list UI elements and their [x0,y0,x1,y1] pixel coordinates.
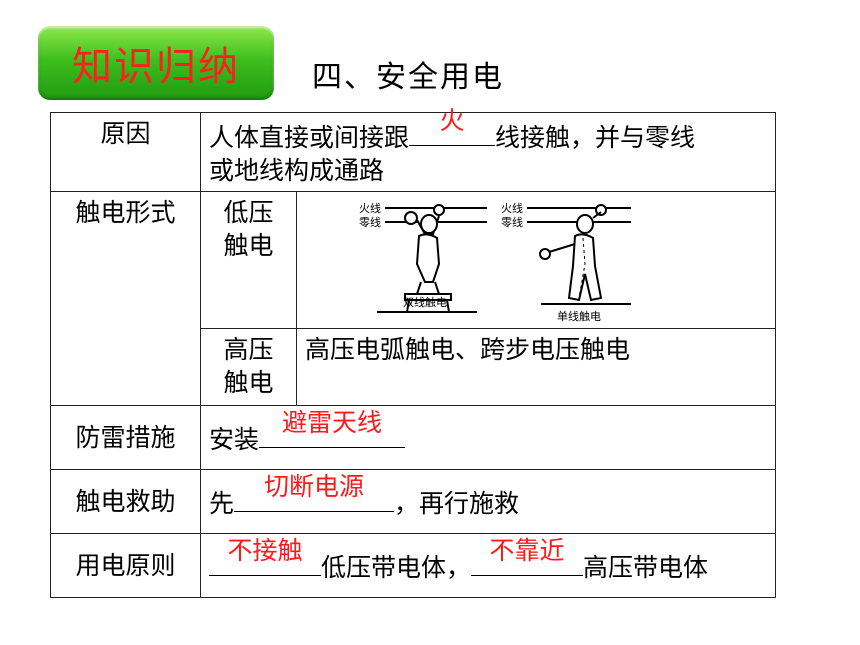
cell-principle-head: 用电原则 [50,533,201,598]
principle-text-a: 低压带电体， [321,553,472,582]
high-label: 高压触电 [223,335,274,397]
row-rescue: 触电救助 先切断电源 ，再行施救 [50,469,776,534]
safety-table: 原因 人体直接或间接跟火线接触，并与零线 或地线构成通路 触电形式 低压触电 火… [50,106,776,598]
rescue-text-a: 先 [209,489,235,518]
badge-label: 知识归纳 [72,44,240,90]
left-hot-label: 火线 [359,201,381,215]
lightning-answer: 避雷天线 [282,408,383,437]
rescue-answer: 切断电源 [264,472,365,501]
lightning-text-a: 安装 [209,425,260,454]
cell-forms-head: 触电形式 [50,191,201,406]
cell-cause-head: 原因 [50,112,201,192]
cell-high-label: 高压触电 [200,328,297,406]
left-neutral-label: 零线 [359,215,381,229]
cause-blank: 火 [409,106,496,146]
rescue-blank: 切断电源 [234,472,395,512]
principle-answer-2: 不靠近 [489,536,565,565]
cell-low-figure: 火线 零线 双线触电 火线 零线 [296,191,776,329]
cell-cause-body: 人体直接或间接跟火线接触，并与零线 或地线构成通路 [200,106,776,192]
lightning-blank: 避雷天线 [259,408,406,448]
right-hot-label: 火线 [501,201,523,215]
principle-text-b: 高压带电体 [583,553,709,582]
row-principle: 用电原则 不接触低压带电体， 不靠近高压带电体 [50,533,776,598]
double-wire-figure [404,204,452,313]
cell-high-text: 高压电弧触电、跨步电压触电 [296,328,776,406]
row-low-voltage: 触电形式 低压触电 火线 零线 [50,191,776,406]
cause-text-b: 线接触，并与零线 [495,123,696,152]
row-high-voltage: 高压触电 高压电弧触电、跨步电压触电 [51,328,776,406]
shock-diagram: 火线 零线 双线触电 火线 零线 [359,201,631,322]
principle-blank-2: 不靠近 [471,536,584,576]
cell-principle-body: 不接触低压带电体， 不靠近高压带电体 [200,533,776,598]
section-badge: 知识归纳 [38,26,274,100]
cell-rescue-head: 触电救助 [50,469,201,534]
cell-rescue-body: 先切断电源 ，再行施救 [200,469,776,534]
principle-blank-1: 不接触 [209,536,321,576]
right-caption: 单线触电 [557,309,601,322]
section-title: 四、安全用电 [312,60,504,95]
cell-lightning-head: 防雷措施 [50,405,201,470]
single-wire-figure [539,204,607,302]
row-cause: 原因 人体直接或间接跟火线接触，并与零线 或地线构成通路 [50,106,776,192]
cause-answer: 火 [439,106,465,135]
cell-low-label: 低压触电 [200,191,297,329]
principle-answer-1: 不接触 [227,536,303,565]
rescue-text-b: ，再行施救 [394,489,520,518]
cell-lightning-body: 安装避雷天线 [200,405,776,470]
row-lightning: 防雷措施 安装避雷天线 [50,405,776,470]
cause-text-a: 人体直接或间接跟 [209,123,410,152]
right-neutral-label: 零线 [501,215,523,229]
left-caption: 双线触电 [403,295,447,309]
low-label: 低压触电 [223,198,274,260]
cause-text-c: 或地线构成通路 [209,156,385,185]
